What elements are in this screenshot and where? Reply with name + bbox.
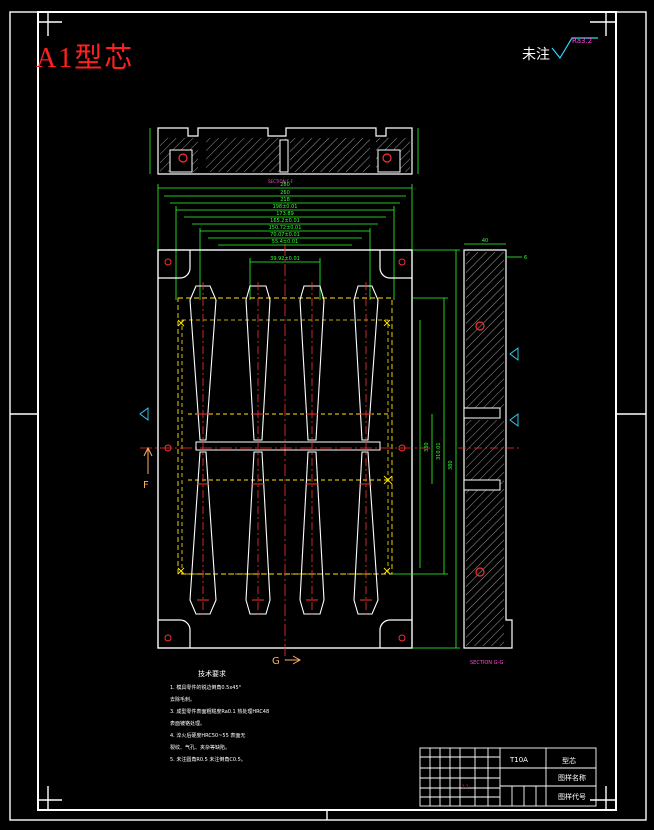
svg-text:380: 380 xyxy=(448,460,454,470)
right-section-dim-6-label: 6 xyxy=(524,255,527,261)
corner-notch-tr xyxy=(379,250,412,279)
dim-label-70: 70.07±0.01 xyxy=(270,232,300,238)
dim-label-165: 165.2±0.01 xyxy=(270,218,300,224)
view-label-g: G xyxy=(272,656,280,667)
top-section-outline xyxy=(157,127,413,175)
title-block-part-name: 型芯 xyxy=(562,757,576,765)
view-arrow-g xyxy=(285,655,302,665)
corner-mark-bl xyxy=(38,786,62,810)
cavity-slot-c4-top xyxy=(353,285,379,441)
top-section-center-slot xyxy=(279,139,289,173)
horizontal-dimensions xyxy=(157,184,413,300)
right-section-screw-bottom xyxy=(475,567,485,577)
dim-label-173: 173.89 xyxy=(276,211,294,217)
corner-mark-br xyxy=(590,786,616,810)
right-section-dim-40: 40 xyxy=(482,238,488,244)
technical-note-item: 裂纹、气孔、夹杂等缺陷。 xyxy=(170,745,231,751)
technical-notes-title: 技术要求 xyxy=(198,670,226,678)
dim-label-280: 280 xyxy=(280,182,290,188)
roughness-mark-left xyxy=(139,407,149,421)
cavity-slot-c1-bot xyxy=(189,451,217,615)
vertical-dimension-labels: 380 310.01 330 xyxy=(424,442,454,470)
right-section-pin-bottom xyxy=(463,479,501,491)
right-section-view: 40 6 xyxy=(458,238,527,649)
title-block-material: T10A xyxy=(510,756,528,764)
cavity-slot-c2-top xyxy=(245,285,271,441)
screw-hole-tr xyxy=(398,258,406,266)
top-section-hatch-right xyxy=(290,138,370,172)
dim-label-150: 150.72±0.01 xyxy=(269,225,302,231)
corner-mark-tr xyxy=(590,12,616,36)
right-section-hatch-bottom xyxy=(466,420,504,646)
svg-text:310.01: 310.01 xyxy=(436,443,442,461)
unmarked-roughness-value: Ra3.2 xyxy=(572,37,593,45)
cavity-features xyxy=(189,285,379,615)
svg-text:330: 330 xyxy=(424,442,430,452)
corner-notch-br xyxy=(379,619,412,648)
roughness-mark-right-1 xyxy=(509,347,519,361)
view-label-f: F xyxy=(143,480,149,491)
title-block xyxy=(419,747,597,807)
technical-note-item: 1. 模具零件的锐边倒角0.5x45° xyxy=(170,685,242,691)
cavity-crossmarks xyxy=(197,413,372,601)
technical-note-item: 5. 未注圆角R0.5 未注倒角C0.5。 xyxy=(170,757,246,763)
drawing-title: A1型芯 xyxy=(36,43,135,74)
top-section-view xyxy=(149,127,419,175)
technical-note-item: 去除毛刺。 xyxy=(170,697,196,703)
unmarked-roughness-label: 未注 xyxy=(522,47,550,63)
runner-channel xyxy=(195,441,381,451)
dim-label-260: 260 xyxy=(280,190,290,196)
roughness-mark-right-2 xyxy=(509,413,519,427)
cavity-centerlines xyxy=(202,282,367,618)
outer-sheet-border xyxy=(9,11,647,821)
technical-notes: 技术要求 1. 模具零件的锐边倒角0.5x45° 去除毛刺。 3. 成型零件表面… xyxy=(170,668,269,766)
screw-hole-tl xyxy=(164,258,172,266)
hidden-pins xyxy=(177,319,393,575)
technical-note-item: 3. 成型零件表面粗糙度Ra0.1 热处理HRC48 xyxy=(170,709,270,715)
technical-note-item: 4. 淬火后硬度HRC50~55 表面无 xyxy=(170,733,246,739)
corner-notch-bl xyxy=(158,619,191,648)
view-arrow-f xyxy=(143,446,153,474)
cavity-slot-c3-top xyxy=(299,285,325,441)
cavity-slot-c4-bot xyxy=(353,451,379,615)
dim-label-55: 55.4±0.01 xyxy=(272,239,298,245)
title-block-drawing-name-label: 图样名称 xyxy=(558,774,586,782)
dim-label-218: 218 xyxy=(280,197,290,203)
right-section-outline xyxy=(463,249,513,649)
title-block-drawing-code-label: 图样代号 xyxy=(558,793,586,801)
main-plan-view: 380 310.01 330 xyxy=(139,244,460,665)
screw-hole-bl xyxy=(164,634,172,642)
roughness-symbol-icon xyxy=(551,37,598,60)
top-section-screw-left xyxy=(178,153,188,163)
inner-frame-border xyxy=(37,11,617,811)
corner-mark-tl xyxy=(38,12,62,36)
right-section-screw-top xyxy=(475,321,485,331)
section-label-right: SECTION G-G xyxy=(470,660,504,666)
section-label-top: SECTION F-F xyxy=(268,179,293,184)
cavity-slot-c2-bot xyxy=(245,451,271,615)
top-section-screw-right xyxy=(382,153,392,163)
screw-hole-br xyxy=(398,634,406,642)
vertical-dimensions xyxy=(392,249,460,649)
right-section-hatch-top xyxy=(466,252,504,408)
cavity-slot-c3-bot xyxy=(299,451,325,615)
dim-label-198: 198±0.01 xyxy=(273,204,298,210)
corner-notch-tl xyxy=(158,250,191,279)
technical-note-item: 表面镀铬处理。 xyxy=(170,721,206,727)
cavity-slot-c1-top xyxy=(189,285,217,441)
title-block-scale: 1:1 xyxy=(462,784,469,789)
right-section-pin-top xyxy=(463,407,501,419)
top-section-hatch-mid xyxy=(206,138,286,172)
